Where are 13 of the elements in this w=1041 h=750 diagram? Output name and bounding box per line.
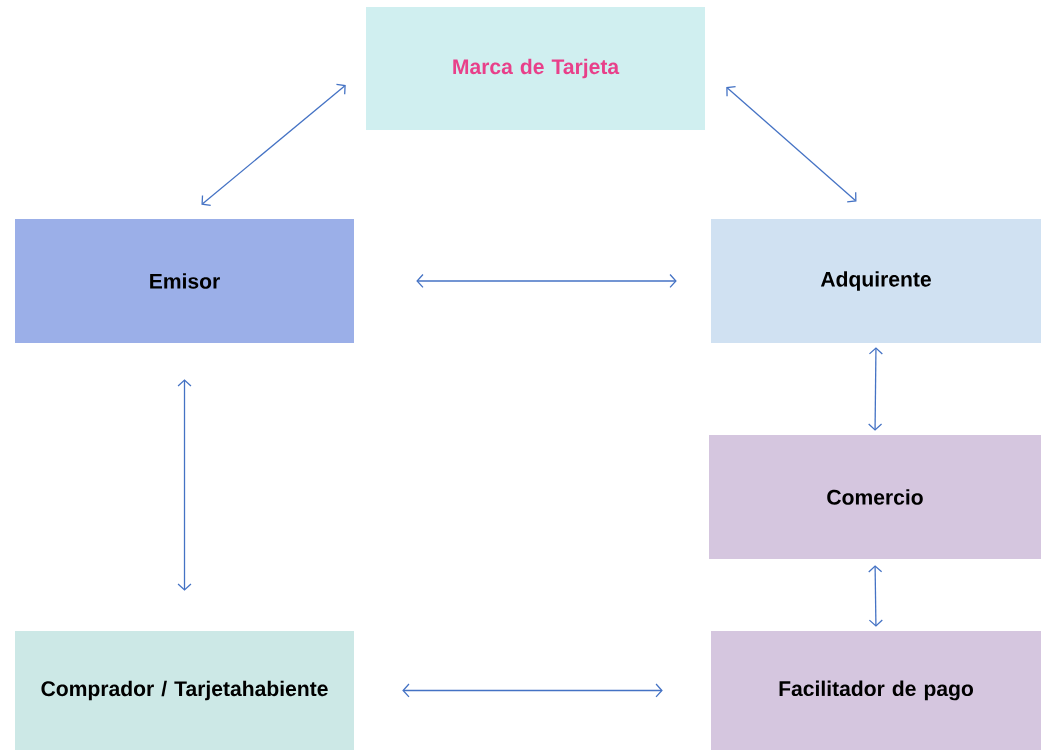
double-arrow	[868, 347, 883, 431]
process-box: Comprador / Tarjetahabiente	[15, 631, 354, 750]
process-box: Emisor	[15, 219, 354, 343]
process-box: Marca de Tarjeta	[366, 7, 705, 130]
double-arrow	[177, 379, 192, 591]
process-box: Comercio	[709, 435, 1041, 559]
double-arrow	[726, 85, 857, 203]
process-box: Facilitador de pago	[711, 631, 1041, 750]
process-box: Adquirente	[711, 219, 1041, 343]
double-arrow	[416, 273, 677, 289]
double-arrow	[868, 565, 883, 627]
double-arrow	[201, 83, 346, 207]
double-arrow	[402, 683, 663, 698]
